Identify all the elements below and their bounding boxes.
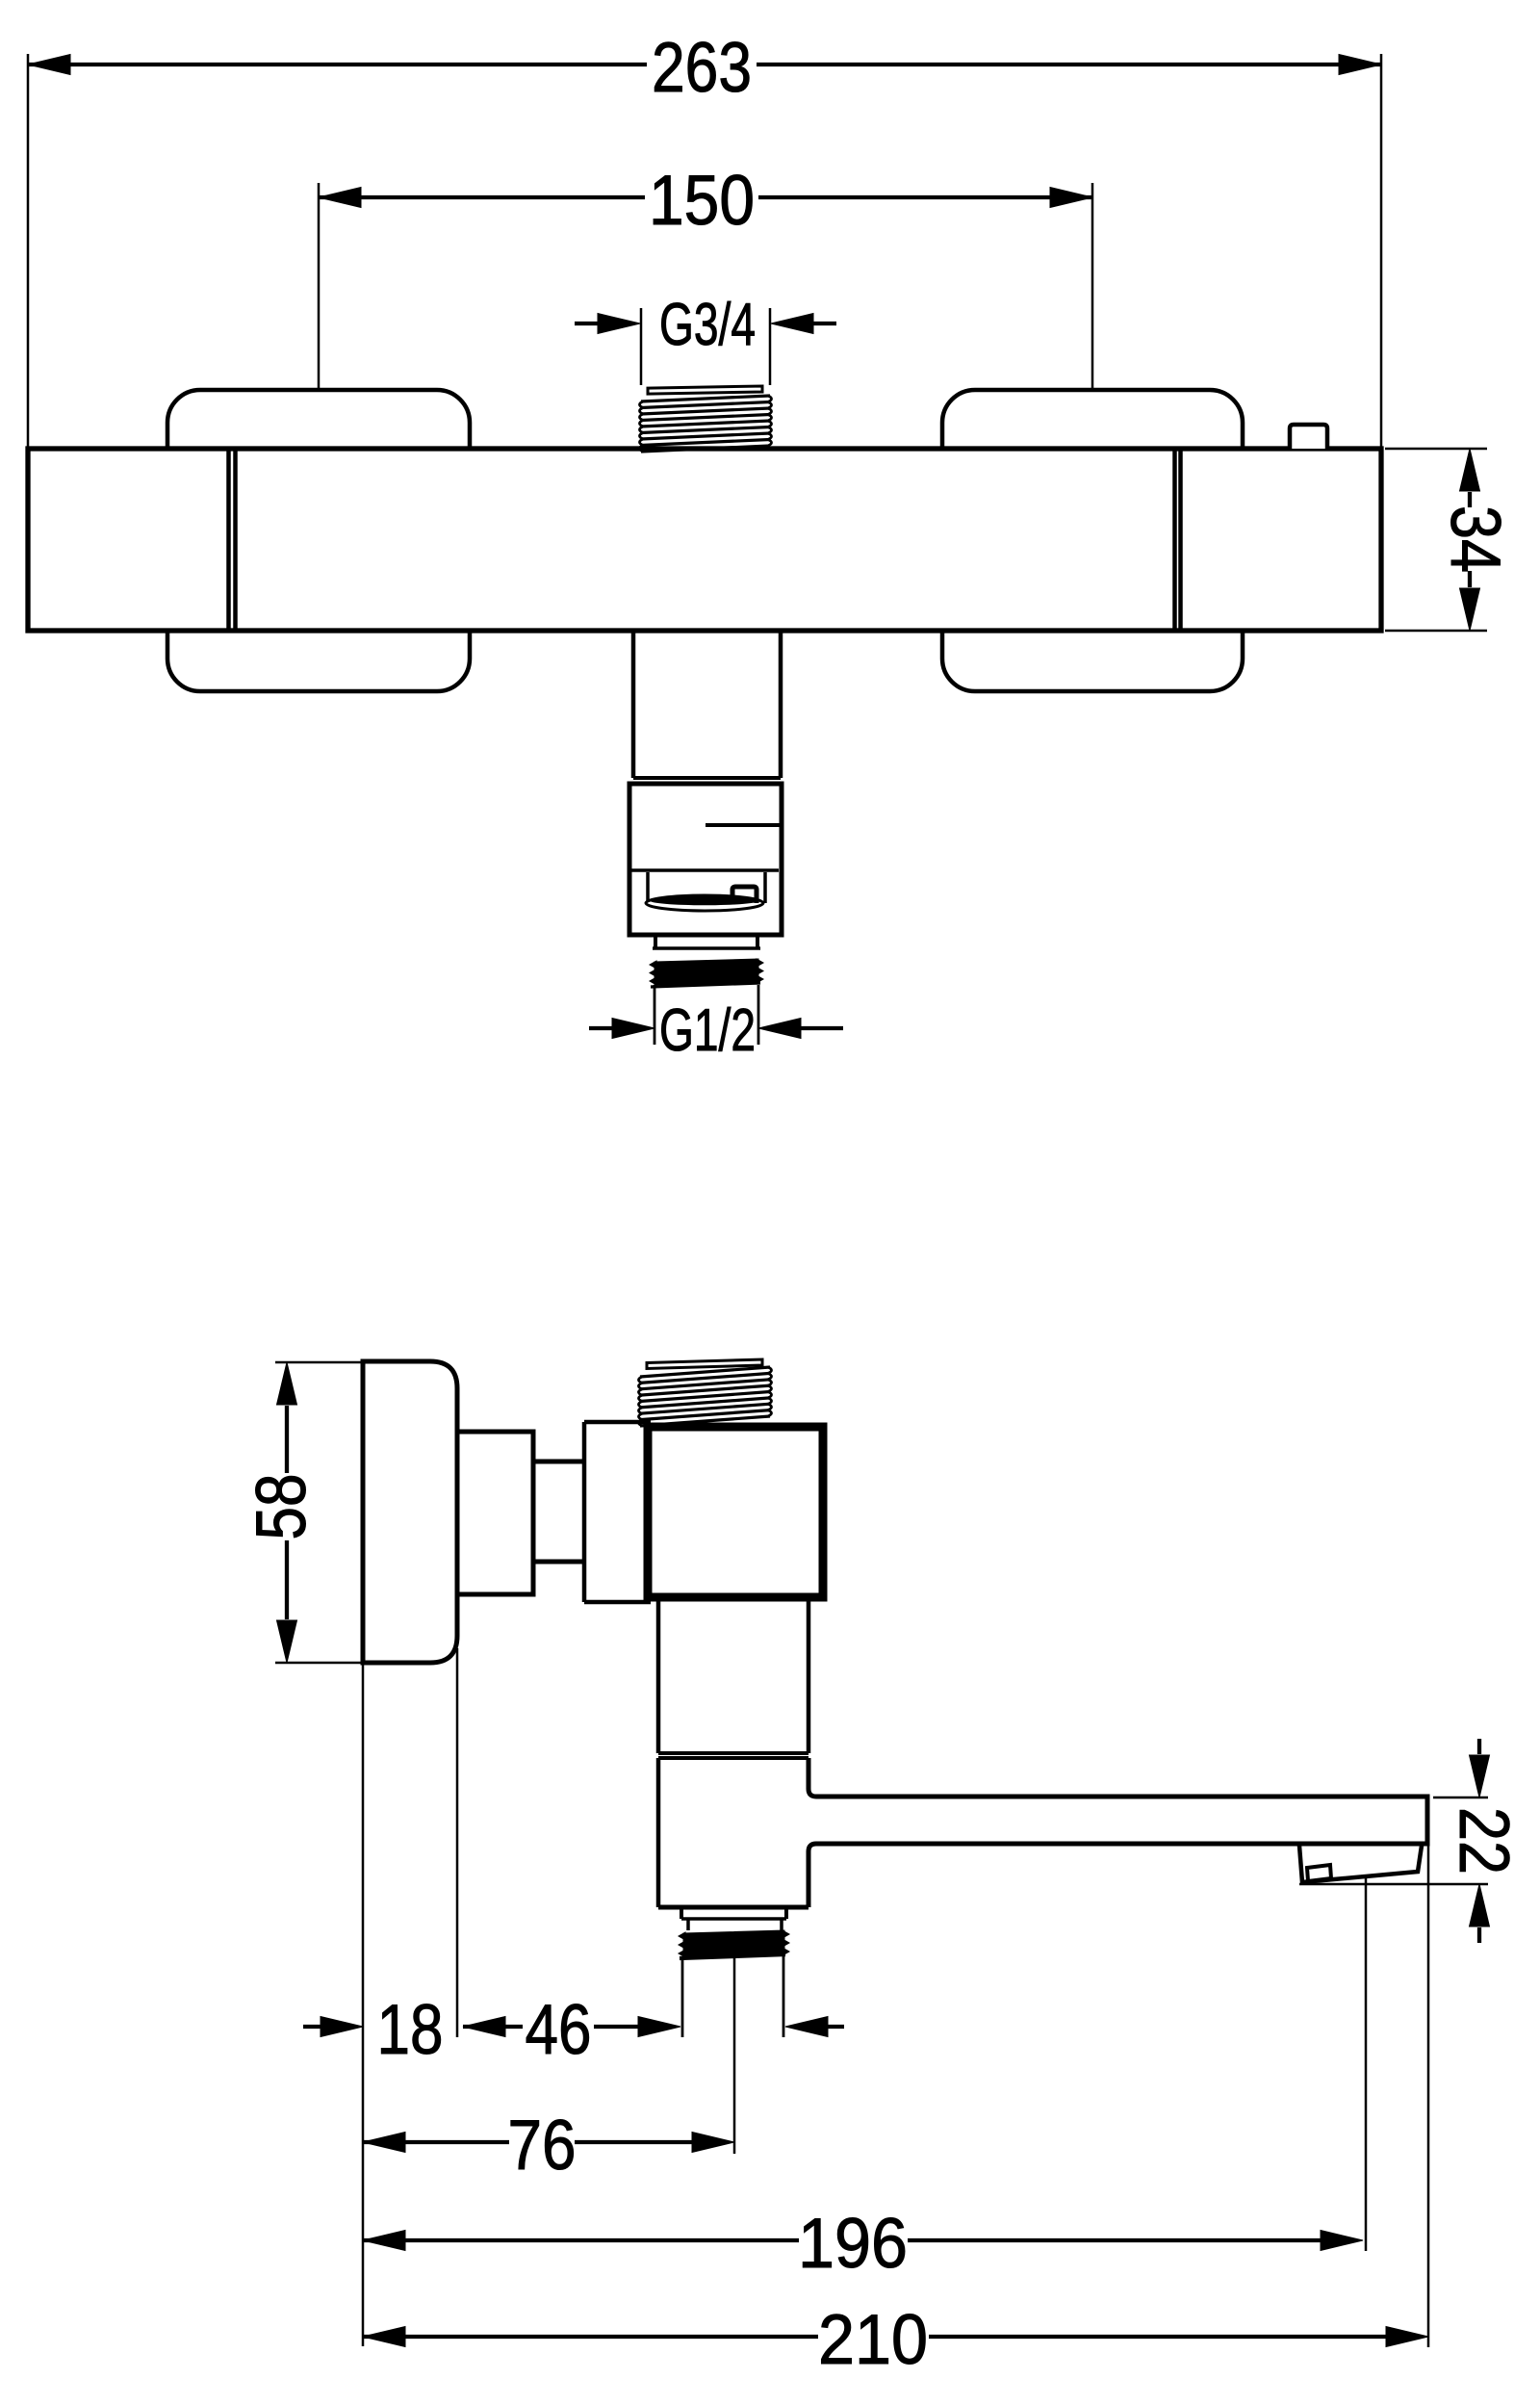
svg-text:76: 76 [508,2107,577,2185]
svg-text:196: 196 [798,2205,908,2283]
svg-text:G1/2: G1/2 [659,997,756,1064]
svg-text:210: 210 [818,2301,928,2379]
svg-text:263: 263 [652,29,752,107]
svg-text:34: 34 [1436,505,1514,573]
svg-text:46: 46 [526,1991,592,2069]
svg-text:58: 58 [243,1474,321,1540]
svg-text:18: 18 [377,1991,444,2069]
svg-text:150: 150 [649,162,755,240]
svg-text:G3/4: G3/4 [659,292,756,358]
svg-text:22: 22 [1445,1807,1523,1875]
